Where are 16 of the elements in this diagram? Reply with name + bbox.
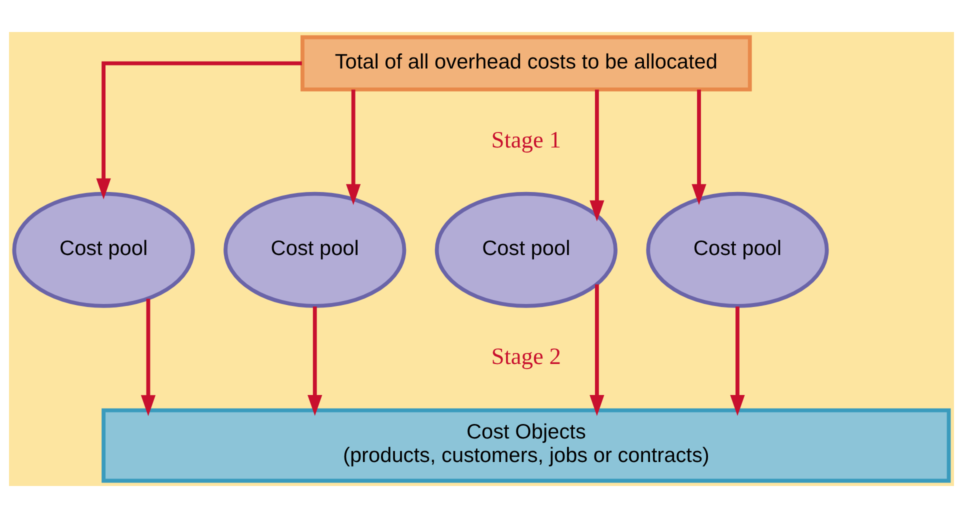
arrow	[691, 89, 706, 204]
node-ellipse: Cost pool	[646, 191, 828, 308]
arrow	[730, 306, 744, 416]
arrow	[589, 284, 604, 416]
label: Stage 2	[490, 343, 561, 370]
node-ellipse: Cost pool	[12, 191, 194, 308]
node-box: Cost Objects (products, customers, jobs or contracts)	[101, 408, 950, 482]
label: Stage 1	[490, 126, 561, 153]
arrow	[307, 306, 322, 416]
arrow	[96, 60, 302, 199]
arrow	[140, 298, 156, 416]
arrow	[589, 89, 604, 221]
node-box: Total of all overhead costs to be allocated	[300, 34, 752, 91]
node-ellipse: Cost pool	[223, 191, 406, 308]
node-ellipse: Cost pool	[434, 191, 617, 308]
arrow	[346, 89, 360, 204]
